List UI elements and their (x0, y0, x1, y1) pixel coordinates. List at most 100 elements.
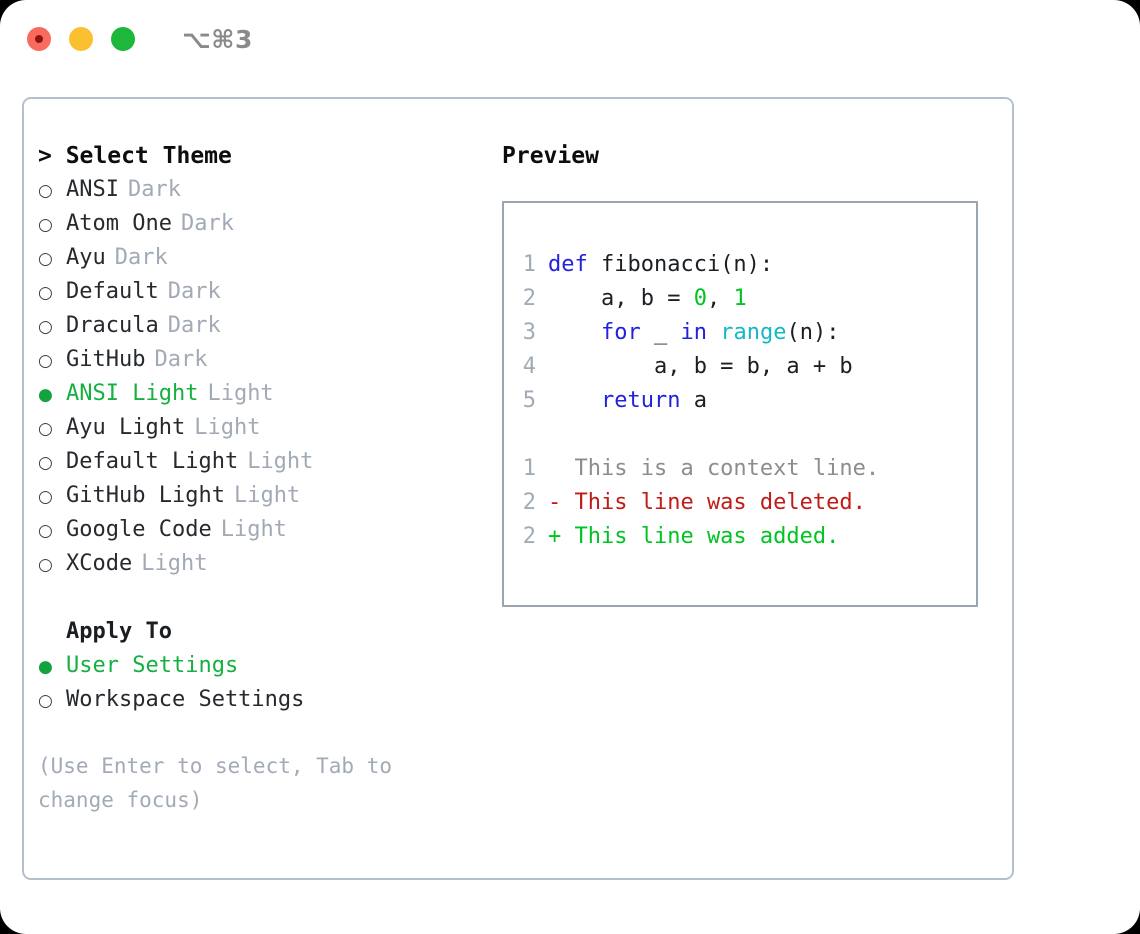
theme-option-variant: Light (207, 381, 274, 406)
theme-option-variant: Dark (127, 177, 181, 202)
code-line-text: return a (548, 384, 707, 418)
close-window-button[interactable] (27, 27, 51, 51)
theme-option-label: Default (66, 279, 159, 304)
theme-option-variant: Dark (114, 245, 168, 270)
theme-option-label: Default Light (66, 449, 239, 474)
theme-option-label: XCode (66, 551, 133, 576)
theme-option-label: Google Code (66, 517, 212, 542)
theme-option-variant: Light (233, 483, 301, 508)
code-token: fibonacci(n): (600, 252, 774, 277)
theme-option-variant: Light (247, 449, 314, 474)
apply-to-header-label: Apply To (66, 619, 172, 644)
code-token: (n): (786, 320, 840, 345)
diff-line: 2 - This line was deleted. (504, 486, 976, 520)
code-token: , (706, 286, 734, 311)
code-token: for (600, 320, 641, 345)
code-token: return (600, 388, 681, 413)
theme-option-google-code[interactable]: ○ Google Code Light (38, 513, 478, 547)
radio-unselected-icon[interactable]: ○ (38, 215, 53, 235)
line-number: 4 (522, 354, 536, 379)
keyboard-hint: (Use Enter to select, Tab to change focu… (38, 754, 393, 812)
radio-unselected-icon[interactable]: ○ (38, 317, 53, 337)
diff-line: 1 This is a context line. (504, 452, 976, 486)
theme-option-github[interactable]: ○ GitHub Dark (38, 343, 478, 377)
theme-option-variant: Dark (154, 347, 208, 372)
code-token: 0 (693, 286, 707, 311)
diff-line-text: This is a context line. (548, 456, 880, 481)
radio-selected-icon[interactable]: ● (38, 657, 53, 677)
radio-unselected-icon[interactable]: ○ (38, 419, 53, 439)
radio-unselected-icon[interactable]: ○ (38, 521, 53, 541)
theme-option-default-light[interactable]: ○ Default Light Light (38, 445, 478, 479)
minimize-window-button[interactable] (69, 27, 93, 51)
theme-option-label: ANSI Light (66, 381, 199, 406)
code-line: 3 for _ in range(n): (504, 316, 976, 350)
theme-option-ansi-light[interactable]: ● ANSI Light Light (38, 377, 478, 411)
theme-option-ansi[interactable]: ○ ANSI Dark (38, 173, 478, 207)
theme-option-label: ANSI (66, 177, 119, 202)
theme-option-xcode[interactable]: ○ XCode Light (38, 547, 478, 581)
radio-unselected-icon[interactable]: ○ (38, 691, 53, 711)
code-line-text: a, b = b, a + b (548, 350, 853, 384)
line-number: 3 (522, 320, 536, 345)
code-line: 5 return a (504, 384, 976, 418)
code-line: 1 def fibonacci(n): (504, 248, 976, 282)
line-number: 1 (522, 456, 536, 481)
line-number: 2 (522, 490, 536, 515)
code-token: a, b = (548, 286, 694, 311)
preview-title: Preview (502, 143, 599, 169)
code-line-text: for _ in range(n): (548, 316, 839, 350)
theme-option-label: Ayu (66, 245, 106, 270)
title-bar: ⌥⌘3 (0, 0, 1140, 78)
code-token: a (680, 388, 707, 413)
theme-option-variant: Light (220, 517, 287, 542)
code-token: 1 (733, 286, 747, 311)
line-number: 5 (522, 388, 536, 413)
apply-to-option-user-settings[interactable]: ●User Settings (38, 649, 478, 683)
line-number: 1 (522, 252, 536, 277)
radio-unselected-icon[interactable]: ○ (38, 283, 53, 303)
radio-unselected-icon[interactable]: ○ (38, 249, 53, 269)
code-line-text: def fibonacci(n): (548, 248, 773, 282)
apply-to-option-label: Workspace Settings (66, 687, 305, 712)
radio-unselected-icon[interactable]: ○ (38, 487, 53, 507)
code-token (707, 320, 720, 345)
code-token (548, 388, 601, 413)
theme-option-variant: Dark (167, 313, 221, 338)
line-number: 2 (522, 524, 536, 549)
radio-unselected-icon[interactable]: ○ (38, 351, 53, 371)
maximize-window-button[interactable] (111, 27, 135, 51)
theme-option-ayu[interactable]: ○ Ayu Dark (38, 241, 478, 275)
list-spacer (38, 581, 478, 615)
theme-option-variant: Dark (180, 211, 234, 236)
radio-unselected-icon[interactable]: ○ (38, 181, 53, 201)
diff-line-text: - This line was deleted. (548, 490, 866, 515)
code-token: def (548, 252, 601, 277)
select-theme-header: > Select Theme (38, 143, 232, 169)
radio-selected-icon[interactable]: ● (38, 385, 53, 405)
code-line: 4 a, b = b, a + b (504, 350, 976, 384)
radio-unselected-icon[interactable]: ○ (38, 555, 53, 575)
radio-unselected-icon[interactable]: ○ (38, 453, 53, 473)
apply-to-header: Apply To (38, 615, 478, 649)
theme-option-label: GitHub (66, 347, 146, 372)
diff-sample: 1 This is a context line. 2 - This line wa… (504, 452, 976, 554)
window-controls (27, 27, 135, 51)
theme-option-variant: Light (141, 551, 208, 576)
code-diff-gap (504, 418, 976, 452)
code-line: 2 a, b = 0, 1 (504, 282, 976, 316)
line-number: 2 (522, 286, 536, 311)
apply-to-option-workspace-settings[interactable]: ○ Workspace Settings (38, 683, 478, 717)
code-token: _ (640, 320, 681, 345)
